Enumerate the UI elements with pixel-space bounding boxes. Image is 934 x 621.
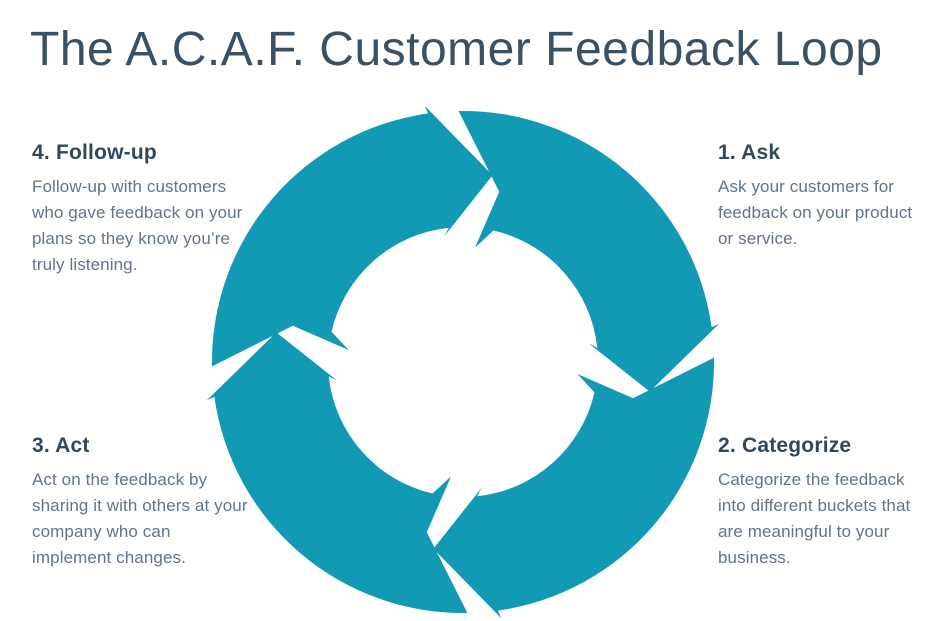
loop-arrow-right <box>458 110 720 392</box>
step-act: 3. Act Act on the feedback by sharing it… <box>32 433 254 571</box>
step-follow-up-title: 4. Follow-up <box>32 141 157 164</box>
step-ask-title: 1. Ask <box>718 141 781 164</box>
step-categorize: 2. Categorize Categorize the feedback in… <box>718 433 923 571</box>
step-categorize-title: 2. Categorize <box>718 434 852 457</box>
page-title: The A.C.A.F. Customer Feedback Loop <box>30 23 883 76</box>
step-ask: 1. Ask Ask your customers for feedback o… <box>718 140 923 252</box>
step-act-description: Act on the feedback by sharing it with o… <box>32 470 248 567</box>
step-ask-description: Ask your customers for feedback on your … <box>718 177 913 248</box>
step-categorize-description: Categorize the feedback into different b… <box>718 470 911 567</box>
step-follow-up-description: Follow-up with customers who gave feedba… <box>32 177 243 274</box>
step-follow-up: 4. Follow-up Follow-up with customers wh… <box>32 140 254 278</box>
loop-arrow-bottom <box>433 357 715 619</box>
loop-arrow-top <box>211 105 493 367</box>
step-act-title: 3. Act <box>32 434 90 457</box>
